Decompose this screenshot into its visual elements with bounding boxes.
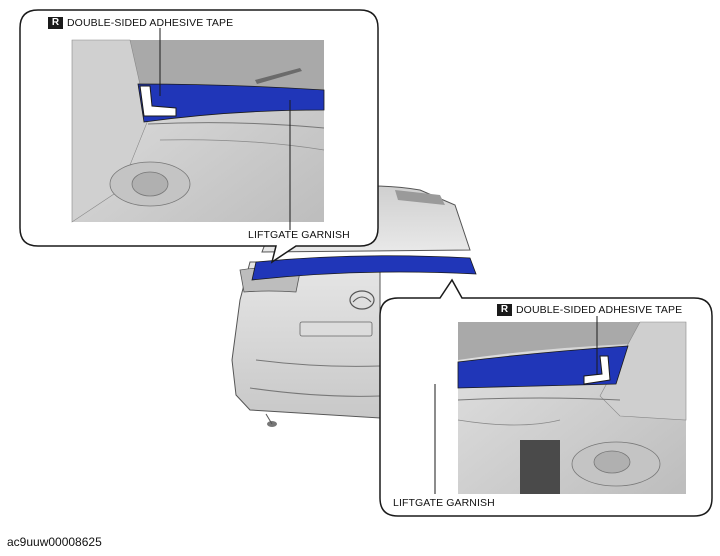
- top-adhesive-tape-label: R DOUBLE-SIDED ADHESIVE TAPE: [48, 17, 234, 30]
- replace-badge: R: [497, 304, 512, 317]
- liftgate-garnish-text: LIFTGATE GARNISH: [393, 497, 495, 509]
- bottom-adhesive-tape-mark: [583, 355, 611, 385]
- bottom-liftgate-garnish-label: LIFTGATE GARNISH: [393, 497, 495, 509]
- bottom-adhesive-tape-label: R DOUBLE-SIDED ADHESIVE TAPE: [497, 304, 683, 317]
- top-liftgate-garnish-label: LIFTGATE GARNISH: [248, 229, 350, 241]
- top-garnish-highlight: [137, 83, 325, 123]
- main-garnish-highlight: [251, 255, 477, 281]
- figure-id: ac9uuw00008625: [7, 535, 102, 549]
- liftgate-garnish-text: LIFTGATE GARNISH: [248, 229, 350, 241]
- replace-badge: R: [48, 17, 63, 30]
- top-detail-callout: [19, 9, 379, 264]
- adhesive-tape-text: DOUBLE-SIDED ADHESIVE TAPE: [67, 17, 234, 30]
- top-adhesive-tape-mark: [139, 85, 177, 117]
- bottom-detail-callout: [379, 278, 713, 517]
- adhesive-tape-text: DOUBLE-SIDED ADHESIVE TAPE: [516, 304, 683, 317]
